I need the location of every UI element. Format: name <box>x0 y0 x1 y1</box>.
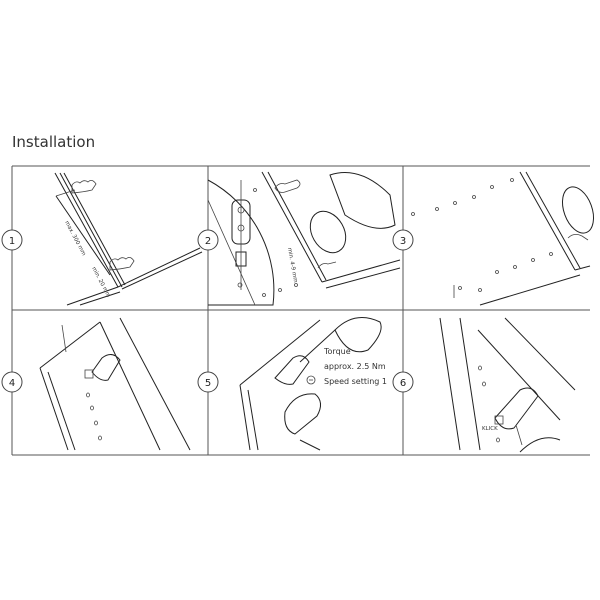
step-2-illustration: min. 4-9 mm <box>207 171 401 306</box>
step-1-illustration: max. 300 mm min. 20 mm <box>54 172 203 306</box>
step-number-2: 2 <box>197 229 219 251</box>
click-label: KLICK <box>482 426 498 432</box>
svg-text:4: 4 <box>9 378 15 389</box>
speed-setting-label: Speed setting 1 <box>324 377 387 386</box>
panel-grid <box>11 165 590 456</box>
step-4-illustration <box>39 317 191 451</box>
step-number-6: 6 <box>392 371 414 393</box>
step-3-illustration <box>411 171 595 306</box>
step-6-illustration: KLICK <box>439 317 576 453</box>
dim-label: min. 4-9 mm <box>286 247 298 283</box>
torque-value: approx. 2.5 Nm <box>324 362 386 371</box>
svg-text:5: 5 <box>205 378 211 389</box>
svg-text:1: 1 <box>9 236 15 247</box>
torque-label: Torque <box>323 347 351 356</box>
step-number-5: 5 <box>197 371 219 393</box>
svg-text:6: 6 <box>400 378 406 389</box>
step-number-1: 1 <box>1 229 23 251</box>
step-number-3: 3 <box>392 229 414 251</box>
step-5-illustration: Torque approx. 2.5 Nm Speed setting 1 <box>239 317 387 451</box>
page-title: Installation <box>12 133 96 151</box>
svg-text:3: 3 <box>400 236 406 247</box>
dim-max-label: max. 300 mm <box>63 220 86 257</box>
svg-text:2: 2 <box>205 236 211 247</box>
step-number-4: 4 <box>1 371 23 393</box>
